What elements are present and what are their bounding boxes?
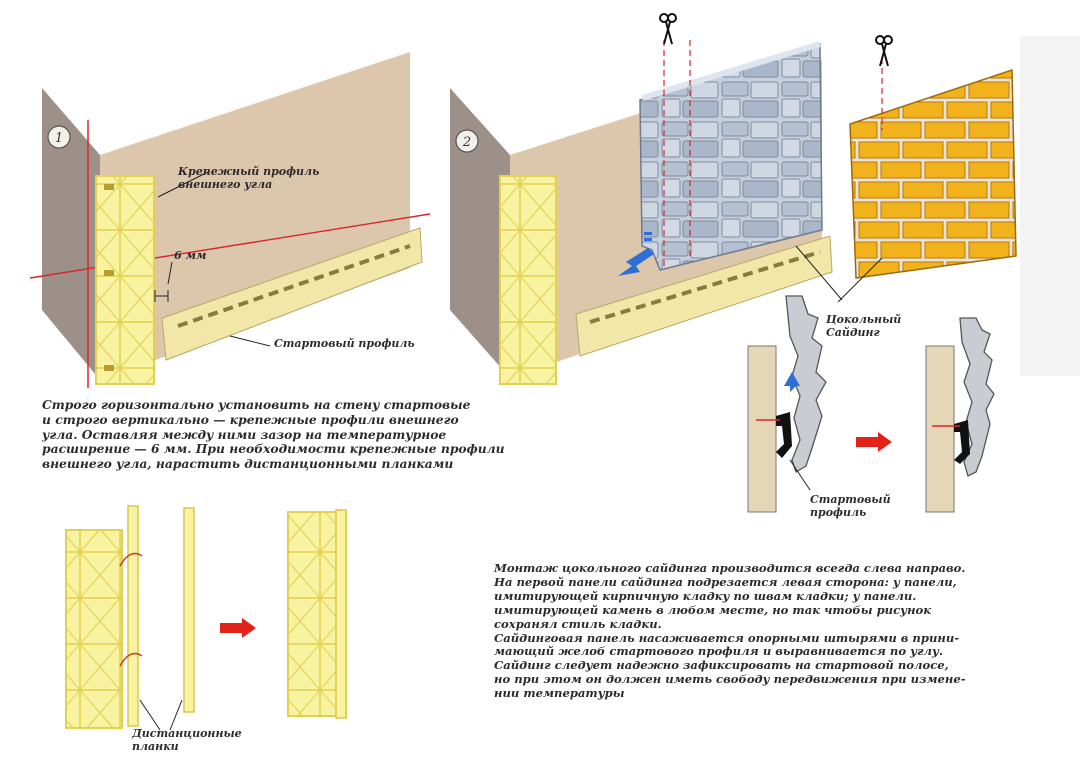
caption-step2: Монтаж цокольного сайдинга производится … — [494, 561, 966, 701]
caption-step1: Строго горизонтально установить на стену… — [42, 397, 505, 471]
section-before — [747, 295, 827, 513]
section-after — [925, 317, 995, 513]
gap-indicator — [154, 261, 173, 302]
scissors-icon — [659, 13, 677, 45]
step1-corner-profile — [95, 175, 155, 385]
red-arrow-icon — [856, 432, 892, 452]
step2-starter-profile — [575, 235, 833, 357]
svg-text:2: 2 — [462, 135, 471, 150]
svg-text:1: 1 — [55, 131, 63, 146]
step2-corner-profile — [499, 175, 557, 385]
step1-wall — [29, 52, 431, 388]
scissors-icon — [875, 35, 893, 67]
stone-siding-panel — [639, 41, 823, 271]
label-starter-profile-2: Стартовый профиль — [810, 493, 891, 519]
extension-assembly-after — [287, 509, 347, 719]
blue-arrow-icon — [618, 232, 654, 276]
label-gap: 6 мм — [174, 249, 207, 262]
step1-starter-profile — [161, 227, 423, 361]
label-plinth-siding: Цокольный Сайдинг — [826, 313, 902, 339]
label-spacer-strips: Дистанционные планки — [132, 727, 242, 753]
label-starter-profile-1: Стартовый профиль — [274, 337, 415, 350]
background-panel — [1020, 36, 1080, 376]
brick-siding-panel — [849, 68, 1017, 279]
label-corner-profile: Крепежный профиль внешнего угла — [178, 165, 320, 191]
step1-badge: 1 — [47, 125, 71, 149]
step2-badge: 2 — [455, 129, 479, 153]
extension-assembly-before — [65, 505, 195, 729]
red-arrow-icon — [220, 618, 256, 638]
